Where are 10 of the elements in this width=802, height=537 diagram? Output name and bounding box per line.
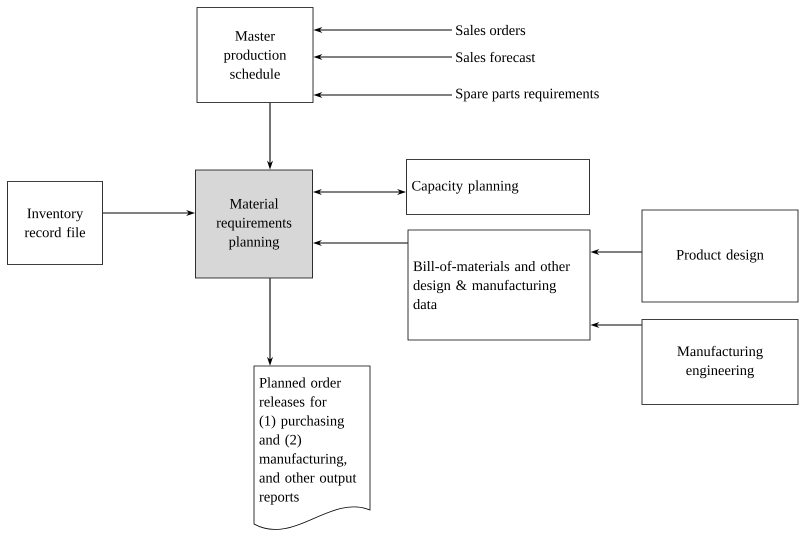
process-box: Product design [642, 210, 798, 302]
input-label: Sales orders [456, 24, 526, 36]
input-label: Sales forecast [456, 52, 536, 62]
process-box: Manufacturing engineering [642, 319, 798, 405]
process-box: Inventory record file [7, 181, 103, 265]
input-label: Spare parts requirements [456, 88, 599, 102]
process-box: Material requirements planning [195, 170, 313, 278]
process-box: Master production schedule [196, 7, 314, 103]
process-box: Bill-of-materials and other design & manufacturing data [408, 230, 590, 340]
process-box: Capacity planning [406, 159, 590, 215]
